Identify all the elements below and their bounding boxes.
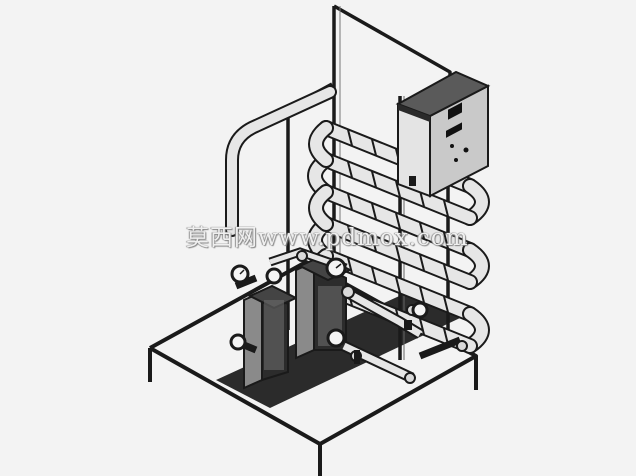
pipe-clamp: [347, 193, 353, 210]
pipe-clamp: [371, 171, 377, 188]
pressure-gauge-icon: [325, 257, 347, 279]
pipe-clamp: [347, 129, 353, 146]
pipe-clamp: [443, 200, 449, 217]
pressure-gauge-icon: [230, 264, 250, 284]
pipe-clamp: [371, 235, 377, 252]
coil-left-bend-face: [310, 186, 332, 230]
pipe-clamp: [371, 203, 377, 220]
pipe-clamp: [395, 212, 401, 230]
pipe-clamp: [443, 232, 449, 249]
pressure-gauge-icon: [411, 301, 429, 319]
pipe-clamp: [419, 286, 425, 303]
pipe-clamp: [443, 264, 449, 281]
watermark-text: 莫西网www.pdmox.com: [186, 225, 469, 251]
control-cabinet: [395, 70, 491, 198]
cabinet-top: [395, 70, 491, 118]
pipe-clamp: [419, 318, 425, 335]
cabinet-knob: [463, 147, 469, 153]
cabinet-display: [448, 102, 462, 120]
pressure-gauge-icon: [265, 267, 283, 285]
pipe-clamp: [419, 254, 425, 271]
pressure-gauge-icon: [229, 333, 247, 351]
pipe-clamp: [443, 296, 449, 313]
crossover-pipe: [225, 85, 337, 237]
pipe-clamp: [347, 225, 353, 242]
pipe-clamp: [347, 257, 353, 274]
pipe-clamp: [347, 161, 353, 178]
pipe-clamp: [395, 180, 401, 198]
pipe-clamp: [371, 139, 377, 156]
valve: [341, 285, 355, 299]
coil-left-bend-face: [310, 122, 332, 166]
pressure-gauge-icon: [326, 328, 346, 348]
pipe-clamp: [395, 276, 401, 294]
pipe-clamp: [395, 244, 401, 262]
pressure-gauges: [229, 257, 429, 351]
pipe-clamp: [371, 267, 377, 284]
cabinet-latch: [409, 176, 416, 186]
pipe-clamp: [419, 222, 425, 239]
